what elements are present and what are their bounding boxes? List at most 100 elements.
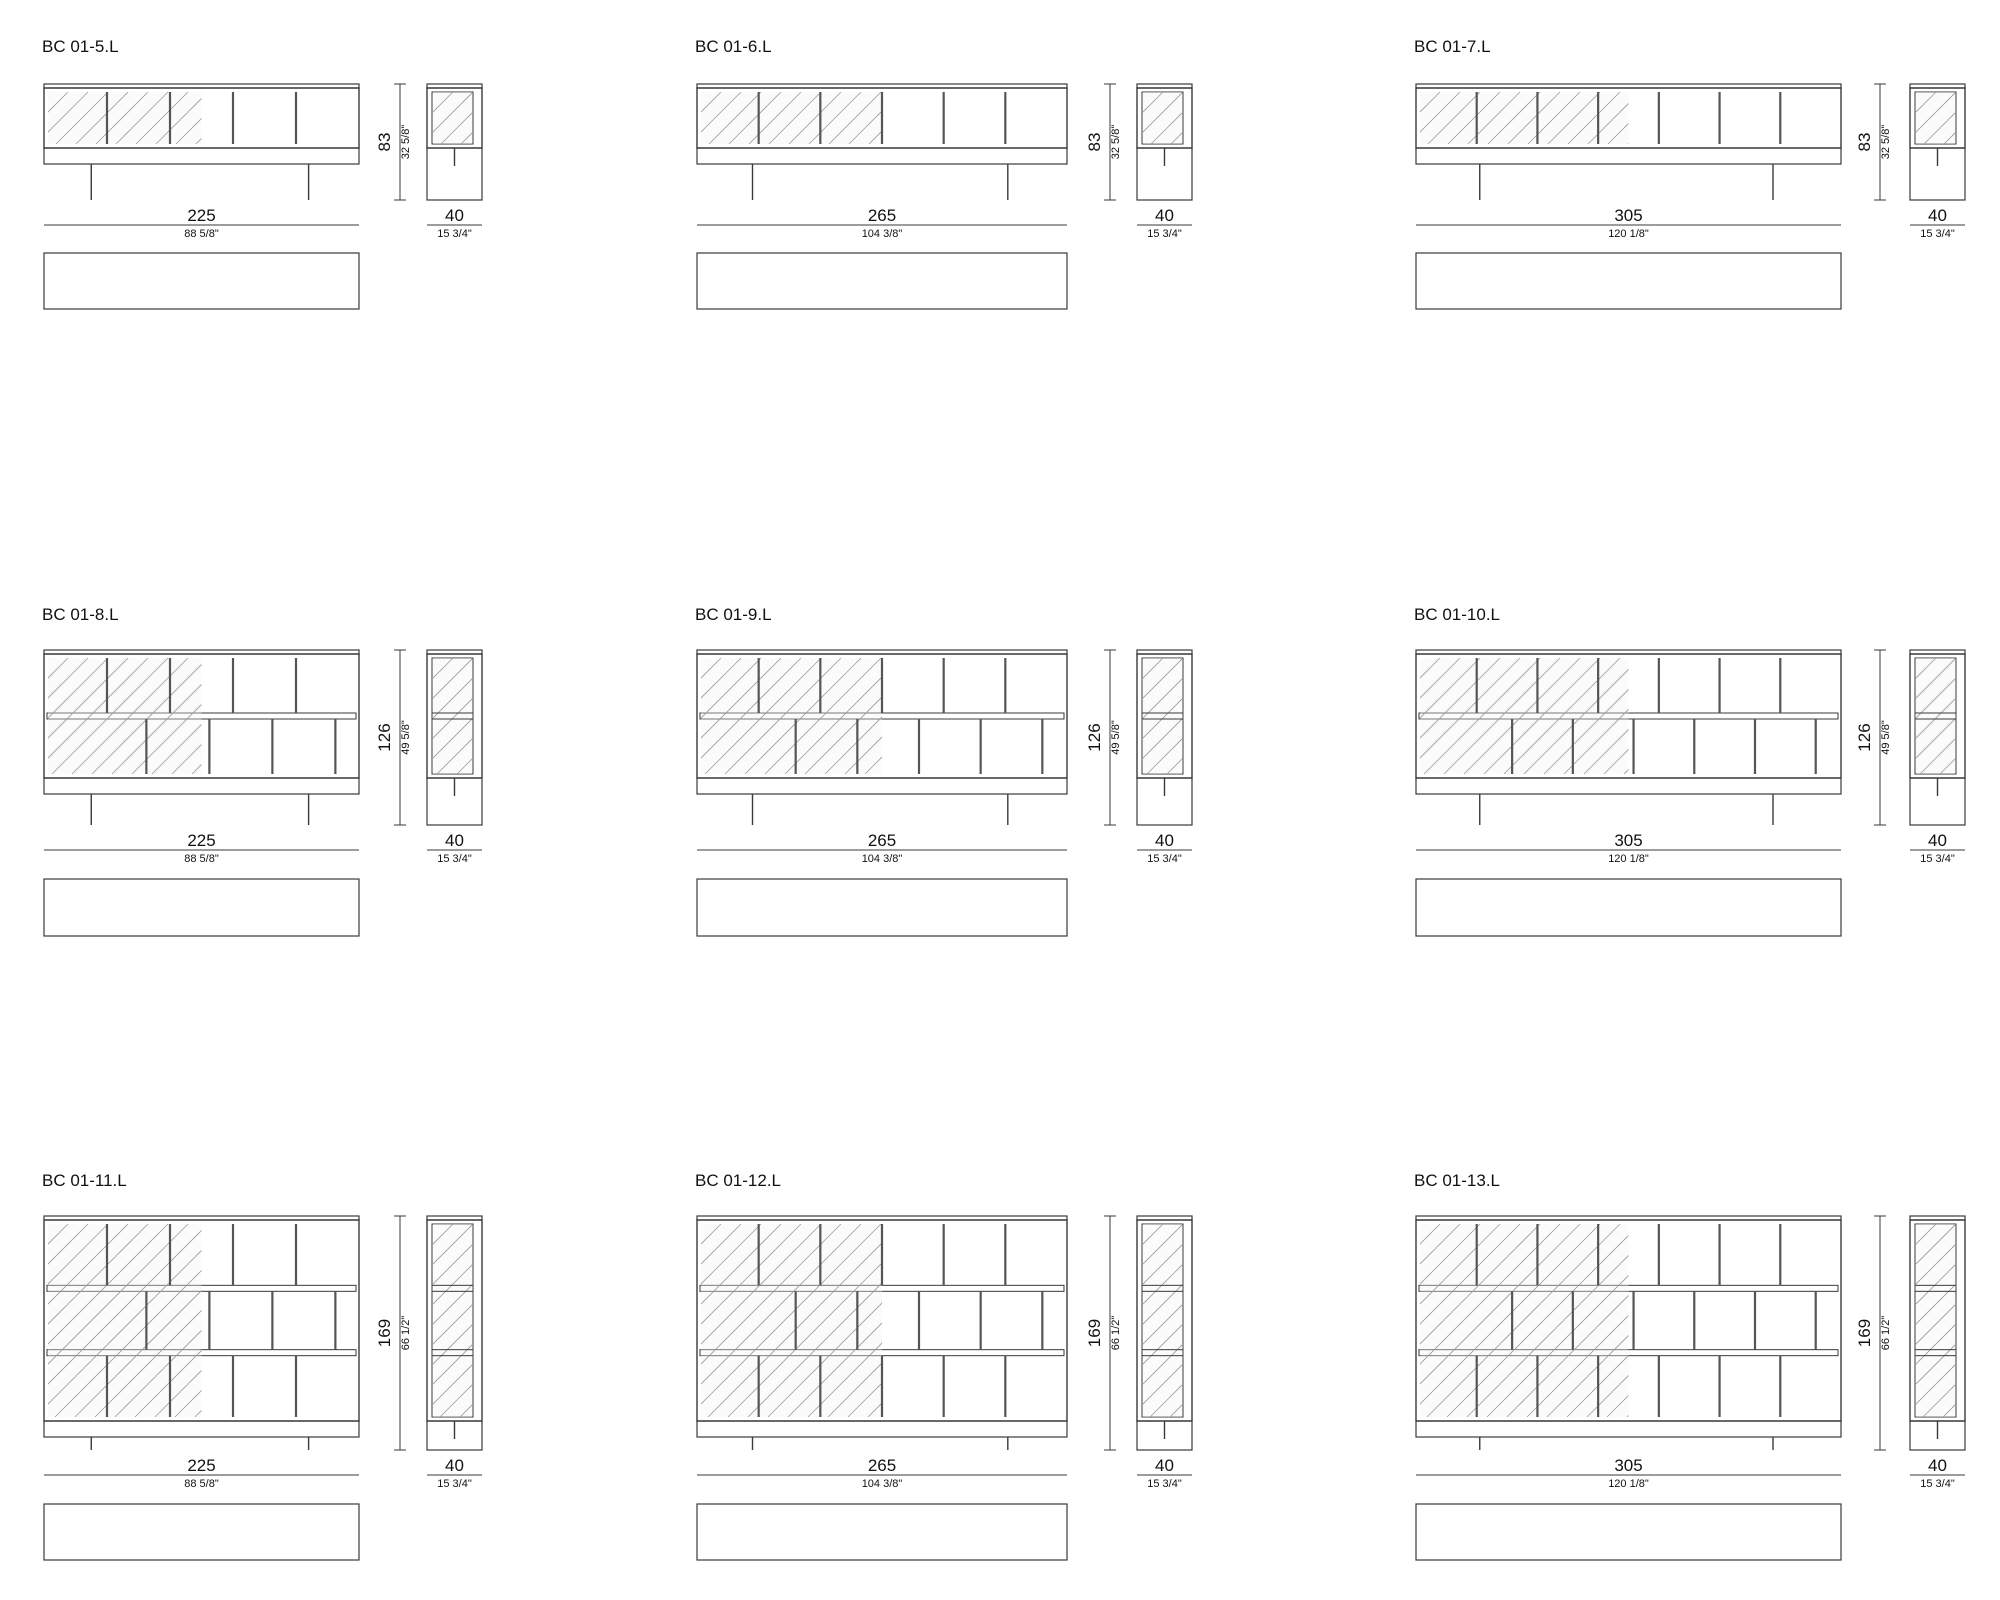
hatch-line bbox=[94, 1309, 202, 1417]
hatch-line bbox=[459, 1404, 472, 1417]
hatch-line bbox=[708, 92, 762, 144]
glass-tint bbox=[1916, 658, 1955, 774]
hatch-line bbox=[1143, 1284, 1182, 1325]
hatch-line bbox=[433, 1224, 454, 1245]
hatch-line bbox=[54, 1269, 202, 1417]
hatch-line bbox=[1526, 1314, 1629, 1417]
hatch-line bbox=[807, 1342, 882, 1417]
side-shelf bbox=[1914, 1284, 1957, 1292]
hatch-line bbox=[115, 92, 169, 144]
hatch-line bbox=[1586, 1374, 1629, 1417]
depth-in: 15 3/4" bbox=[437, 228, 472, 240]
hatch-line bbox=[1143, 658, 1144, 659]
depth-in: 15 3/4" bbox=[1147, 228, 1182, 240]
width-in: 88 5/8" bbox=[184, 228, 219, 240]
height-cm: 126 bbox=[1855, 723, 1874, 751]
product-code: BC 01-13.L bbox=[1414, 1171, 1500, 1190]
height-in: 32 5/8" bbox=[1880, 125, 1892, 160]
hatch-line bbox=[48, 1224, 49, 1225]
hatch-line bbox=[1916, 1364, 1955, 1405]
hatch-line bbox=[1143, 1344, 1182, 1385]
side-shelf bbox=[1914, 1349, 1957, 1357]
glass-tint bbox=[433, 1224, 472, 1417]
hatch-line bbox=[1143, 658, 1164, 679]
hatch-line bbox=[1420, 92, 1421, 93]
hatch-line bbox=[460, 132, 472, 144]
glass-hatching bbox=[1916, 658, 1955, 774]
height-in: 49 5/8" bbox=[400, 720, 412, 755]
hatch-line bbox=[1916, 658, 1937, 679]
hatch-line bbox=[1648, 92, 1700, 144]
hatch-line bbox=[1143, 1364, 1182, 1405]
plan-view bbox=[1415, 878, 1842, 937]
hatch-line bbox=[701, 1224, 822, 1345]
width-in: 120 1/8" bbox=[1608, 853, 1649, 865]
hatch-line bbox=[701, 658, 742, 699]
glass-hatching bbox=[1916, 1224, 1955, 1417]
height-cm: 169 bbox=[1855, 1319, 1874, 1347]
height-in: 49 5/8" bbox=[1880, 720, 1892, 755]
width-cm: 225 bbox=[187, 206, 215, 225]
hatch-line bbox=[828, 92, 882, 144]
base-plinth bbox=[696, 147, 1068, 165]
hatch-line bbox=[1143, 658, 1182, 699]
glass-tint bbox=[1143, 1224, 1182, 1417]
hatch-line bbox=[1919, 738, 1955, 774]
glass-tint bbox=[701, 92, 882, 144]
hatch-line bbox=[481, 92, 533, 144]
glass-tint bbox=[48, 92, 202, 144]
base-plinth bbox=[1415, 147, 1842, 165]
hatch-line bbox=[867, 1402, 882, 1417]
hatch-line bbox=[1143, 1304, 1182, 1345]
hatch-line bbox=[1916, 1284, 1955, 1325]
depth-cm: 40 bbox=[445, 206, 464, 225]
width-cm: 265 bbox=[868, 831, 896, 850]
hatch-line bbox=[75, 92, 129, 144]
height-cm: 126 bbox=[375, 723, 394, 751]
plan-view bbox=[43, 252, 360, 310]
height-cm: 83 bbox=[375, 133, 394, 152]
hatch-line bbox=[1916, 1304, 1955, 1345]
height-cm: 83 bbox=[1855, 133, 1874, 152]
hatch-line bbox=[704, 658, 822, 774]
hatch-line bbox=[1143, 1224, 1182, 1265]
hatch-line bbox=[1506, 1294, 1629, 1417]
hatch-line bbox=[1547, 92, 1601, 144]
hatch-line bbox=[1916, 1224, 1937, 1245]
depth-in: 15 3/4" bbox=[1920, 853, 1955, 865]
hatch-line bbox=[1623, 768, 1629, 774]
hatch-line bbox=[1916, 718, 1955, 759]
hatch-line bbox=[701, 1224, 882, 1405]
side-shelf bbox=[431, 1284, 474, 1292]
hatch-line bbox=[216, 92, 268, 144]
hatch-line bbox=[701, 1224, 862, 1385]
hatch-line bbox=[848, 110, 882, 144]
hatch-line bbox=[1583, 728, 1629, 774]
glass-hatching bbox=[1916, 92, 1955, 144]
height-in: 49 5/8" bbox=[1110, 720, 1122, 755]
width-cm: 305 bbox=[1614, 206, 1642, 225]
shelf bbox=[46, 712, 357, 720]
glass-hatching bbox=[48, 658, 202, 774]
hatch-line bbox=[480, 1224, 673, 1417]
hatch-line bbox=[1587, 102, 1629, 144]
hatch-line bbox=[1463, 658, 1581, 774]
hatch-line bbox=[195, 137, 202, 144]
hatch-line bbox=[1563, 708, 1629, 774]
hatch-line bbox=[747, 1282, 882, 1417]
plan-view bbox=[43, 1503, 360, 1561]
hatch-line bbox=[48, 658, 49, 659]
hatch-line bbox=[48, 92, 49, 93]
height-in: 66 1/2" bbox=[1880, 1316, 1892, 1351]
hatch-line bbox=[48, 1224, 189, 1365]
glass-tint bbox=[701, 1224, 882, 1417]
hatch-line bbox=[1523, 668, 1629, 774]
hatch-line bbox=[1543, 688, 1629, 774]
hatch-line bbox=[1420, 658, 1441, 679]
hatch-line bbox=[701, 1224, 762, 1285]
